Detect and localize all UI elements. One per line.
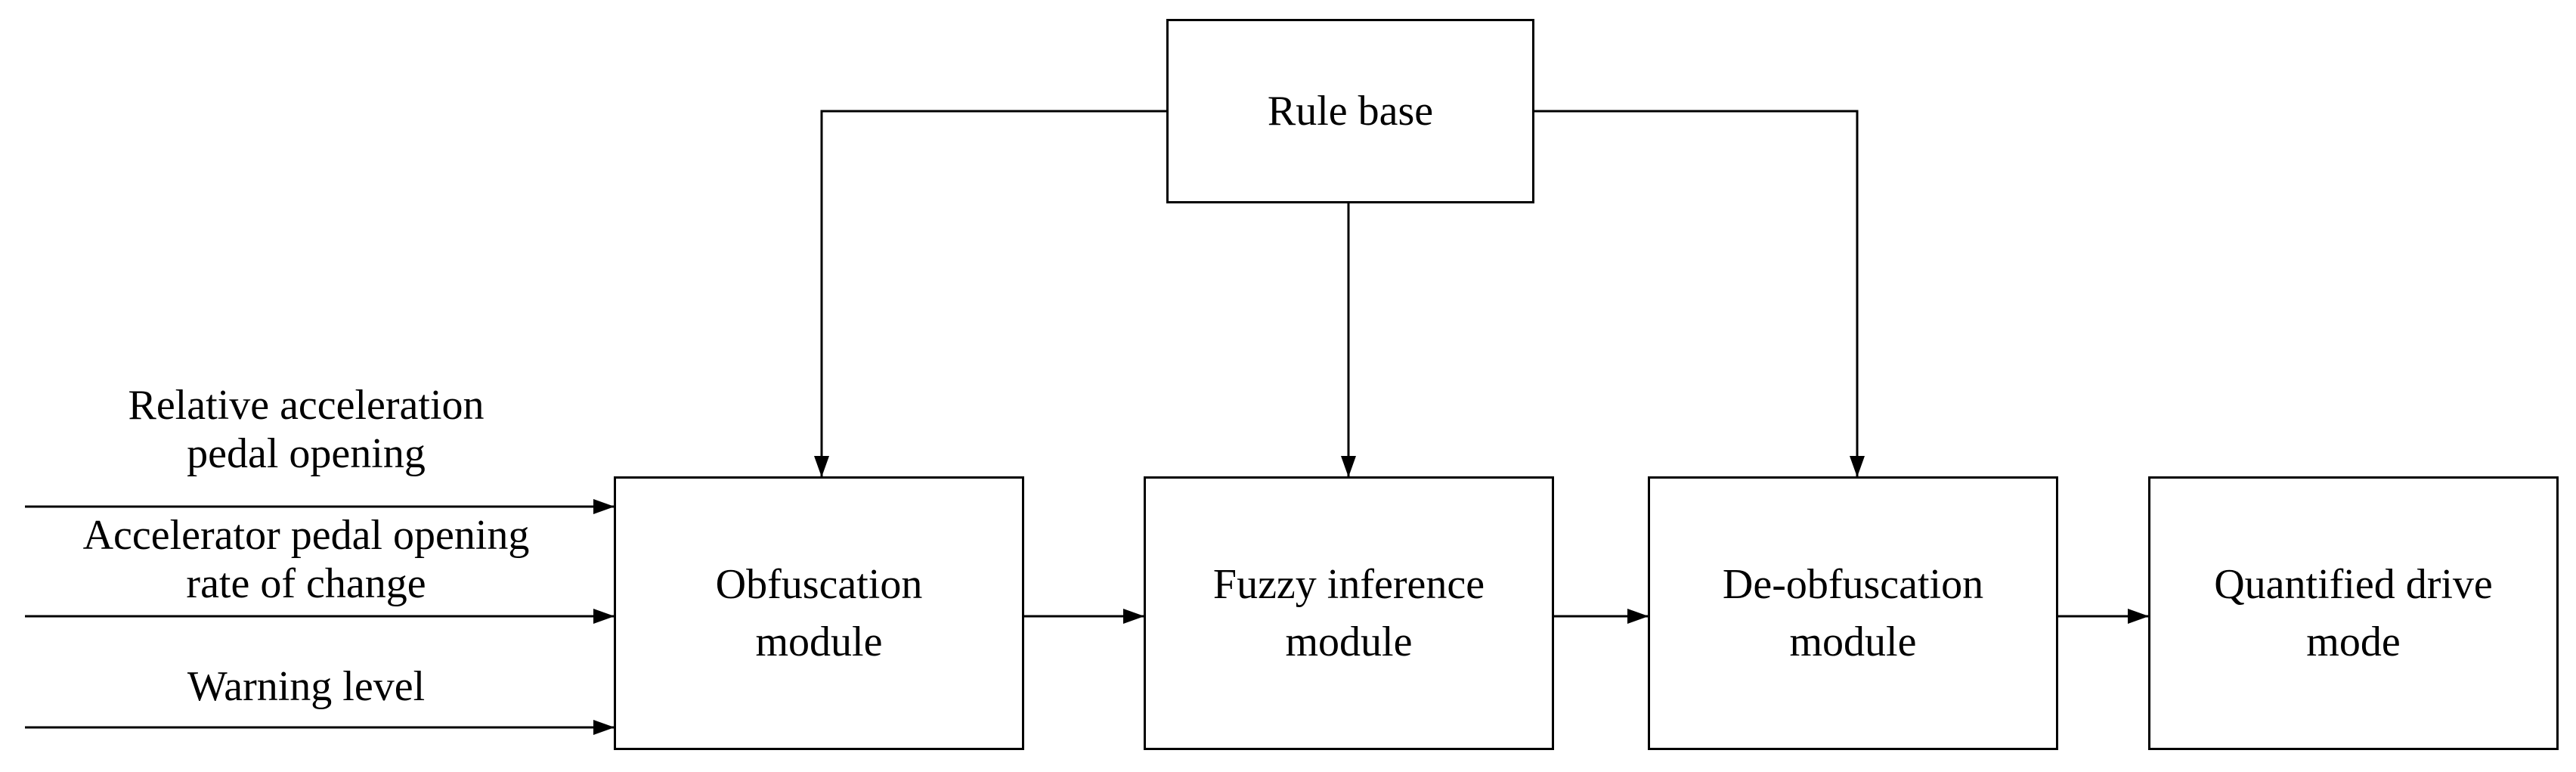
de-obfuscation-label-line2: module [1789, 619, 1917, 665]
warning-level-text: Warning level [187, 663, 426, 710]
quantified-drive-mode-box: Quantified drive mode [2148, 476, 2559, 750]
rule-base-label: Rule base [1267, 88, 1434, 135]
input-label-pedal-rate: Accelerator pedal opening rate of change [15, 511, 597, 608]
rule-to-obfuscation-arrow [814, 110, 1166, 477]
quantified-label-line2: mode [2306, 619, 2401, 665]
fuzzy-inference-module-box: Fuzzy inference module [1144, 476, 1554, 750]
fuzzy-inference-label-line1: Fuzzy inference [1212, 561, 1485, 608]
rule-to-defuzz-arrow [1534, 110, 1865, 477]
input-label-relative-acceleration: Relative acceleration pedal opening [30, 381, 582, 478]
de-obfuscation-label-line1: De-obfuscation [1722, 561, 1984, 608]
quantified-label-line1: Quantified drive [2214, 561, 2493, 608]
obfuscation-label-line1: Obfuscation [715, 561, 923, 608]
fuzzy-inference-label-line2: module [1285, 619, 1413, 665]
obfuscation-label-line2: module [755, 619, 883, 665]
de-obfuscation-module-box: De-obfuscation module [1648, 476, 2058, 750]
relative-acceleration-line1: Relative acceleration [128, 382, 485, 429]
pedal-rate-line2: rate of change [186, 560, 426, 607]
relative-acceleration-line2: pedal opening [187, 430, 426, 477]
pedal-rate-line1: Accelerator pedal opening [82, 512, 530, 559]
input-label-warning-level: Warning level [30, 662, 582, 711]
obfuscation-module-box: Obfuscation module [614, 476, 1024, 750]
rule-base-box: Rule base [1166, 19, 1534, 203]
